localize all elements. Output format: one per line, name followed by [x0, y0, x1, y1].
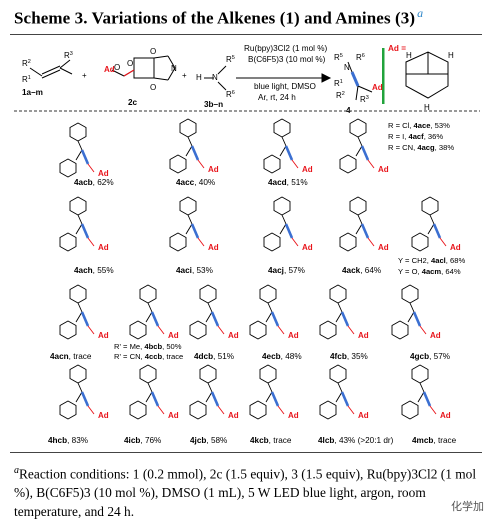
- dashed-divider: [14, 110, 480, 112]
- compound-label: 4kcb, trace: [250, 436, 292, 445]
- svg-text:Ad: Ad: [302, 165, 313, 174]
- svg-text:N: N: [171, 64, 177, 73]
- condition-catalyst: Ru(bpy)3Cl2 (1 mol %): [244, 44, 328, 53]
- svg-text:R2: R2: [22, 59, 31, 68]
- svg-text:H: H: [406, 51, 412, 60]
- compound-note: R = Cl, 4ace, 53%: [388, 121, 450, 130]
- scheme-title-footnote-marker: a: [417, 6, 424, 20]
- compound-label: 4lcb, 43% (>20:1 dr): [318, 436, 394, 445]
- compound-note: Y = CH2, 4acl, 68%: [398, 256, 466, 265]
- svg-text:Ad: Ad: [168, 331, 179, 340]
- svg-text:Ad: Ad: [430, 331, 441, 340]
- svg-text:Ad: Ad: [302, 243, 313, 252]
- compound-label: 4jcb, 58%: [190, 436, 228, 445]
- compound-label: 4ack, 64%: [342, 266, 382, 275]
- svg-text:H: H: [196, 73, 202, 82]
- svg-text:O: O: [150, 47, 156, 56]
- svg-text:Ad: Ad: [228, 331, 239, 340]
- svg-text:Ad: Ad: [288, 331, 299, 340]
- svg-text:Ad: Ad: [358, 411, 369, 420]
- compound-note: R' = CN, 4ccb, trace: [114, 352, 184, 361]
- svg-text:R5: R5: [226, 55, 235, 64]
- svg-text:Ad: Ad: [378, 165, 389, 174]
- amine-label: 3b–n: [204, 100, 224, 109]
- svg-text:Ad: Ad: [208, 243, 219, 252]
- svg-text:O: O: [150, 83, 156, 92]
- compound-label: 4fcb, 35%: [330, 352, 368, 361]
- ad-definition-label: Ad =: [388, 44, 406, 53]
- compound-label: 4gcb, 57%: [410, 352, 451, 361]
- svg-text:Ad: Ad: [228, 411, 239, 420]
- svg-text:Ad: Ad: [440, 411, 451, 420]
- reaction-scheme: R2 R1 R3 + Ad O O O O N + H N R5 R6 R5 N…: [22, 47, 454, 112]
- structure-row-3: [60, 285, 426, 339]
- svg-text:R1: R1: [334, 79, 343, 88]
- compound-note: R = CN, 4acg, 38%: [388, 143, 455, 152]
- svg-text:Ad: Ad: [450, 243, 461, 252]
- compound-label: 4mcb, trace: [412, 436, 457, 445]
- compound-label: 4icb, 76%: [124, 436, 162, 445]
- compound-label: 4ach, 55%: [74, 266, 114, 275]
- svg-text:R3: R3: [360, 95, 369, 104]
- footnote: aReaction conditions: 1 (0.2 mmol), 2c (…: [14, 461, 484, 521]
- svg-text:R2: R2: [336, 91, 345, 100]
- svg-text:N: N: [344, 63, 350, 72]
- svg-text:H: H: [424, 103, 430, 112]
- svg-text:Ad: Ad: [358, 331, 369, 340]
- compound-label: 4ecb, 48%: [262, 352, 302, 361]
- compound-note: R = I, 4acf, 36%: [388, 132, 444, 141]
- svg-text:Ad: Ad: [288, 411, 299, 420]
- compound-label: 4acc, 40%: [176, 178, 216, 187]
- compound-label: 4dcb, 51%: [194, 352, 235, 361]
- svg-text:N: N: [212, 73, 218, 82]
- top-rule: [10, 34, 482, 35]
- svg-text:O: O: [114, 63, 120, 72]
- svg-text:+: +: [182, 71, 187, 80]
- svg-text:R6: R6: [356, 53, 365, 62]
- bottom-rule: [10, 452, 482, 453]
- compound-label: 4acb, 62%: [74, 178, 114, 187]
- structure-row-4: [60, 365, 436, 419]
- svg-text:Ad: Ad: [168, 411, 179, 420]
- svg-text:R1: R1: [22, 75, 31, 84]
- compound-label: 4acn, trace: [50, 352, 92, 361]
- footnote-text: Reaction conditions: 1 (0.2 mmol), 2c (1…: [14, 466, 477, 520]
- svg-text:R5: R5: [334, 53, 343, 62]
- compound-label: 4aci, 53%: [176, 266, 213, 275]
- alkene-label: 1a–m: [22, 88, 43, 97]
- svg-text:Ad: Ad: [104, 65, 115, 74]
- svg-text:R3: R3: [64, 51, 73, 60]
- footnote-marker: a: [14, 465, 19, 476]
- scheme-title: Scheme 3. Variations of the Alkenes (1) …: [14, 6, 423, 29]
- product-label: 4: [346, 106, 351, 115]
- svg-text:Ad: Ad: [98, 331, 109, 340]
- compound-note: R' = Me, 4bcb, 50%: [114, 342, 182, 351]
- svg-text:Ad: Ad: [208, 165, 219, 174]
- svg-text:R6: R6: [226, 90, 235, 99]
- svg-text:O: O: [127, 59, 133, 68]
- svg-text:Ad: Ad: [98, 169, 109, 178]
- compound-label: 4acj, 57%: [268, 266, 305, 275]
- watermark: 化学加: [451, 500, 484, 513]
- condition-lewis-acid: B(C6F5)3 (10 mol %): [248, 55, 326, 64]
- svg-text:+: +: [82, 71, 87, 80]
- phthalimide-label: 2c: [128, 98, 138, 107]
- svg-text:Ad: Ad: [372, 83, 383, 92]
- svg-text:Ad: Ad: [98, 243, 109, 252]
- condition-atmosphere: Ar, rt, 24 h: [258, 93, 296, 102]
- compound-note: Y = O, 4acm, 64%: [398, 267, 461, 276]
- condition-light-solvent: blue light, DMSO: [254, 82, 316, 91]
- svg-text:Ad: Ad: [98, 411, 109, 420]
- svg-text:Ad: Ad: [378, 243, 389, 252]
- svg-text:H: H: [448, 51, 454, 60]
- scheme-title-text: Scheme 3. Variations of the Alkenes (1) …: [14, 8, 416, 28]
- compound-label: 4hcb, 83%: [48, 436, 89, 445]
- compound-label: 4acd, 51%: [268, 178, 308, 187]
